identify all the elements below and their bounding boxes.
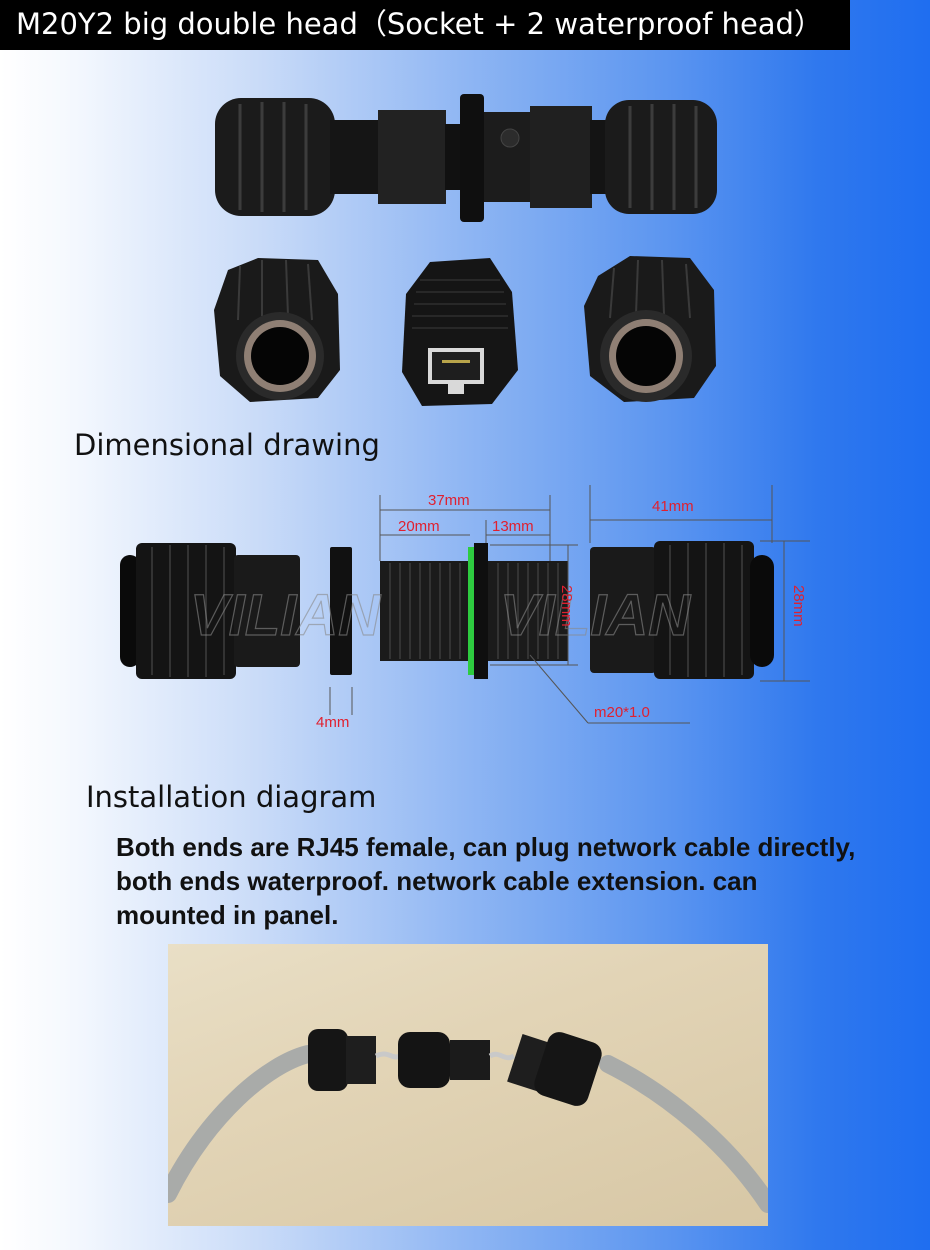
description-line-1: Both ends are RJ45 female, can plug netw… — [116, 832, 856, 862]
part-a-length-label: 20mm — [398, 518, 440, 535]
installation-illustration — [168, 1029, 768, 1213]
dimensional-drawing-heading: Dimensional drawing — [74, 428, 380, 462]
page-title: M20Y2 big double head（Socket + 2 waterpr… — [0, 0, 850, 50]
cap-length-label: 41mm — [652, 498, 694, 515]
dimensional-drawing-svg: 4mm — [120, 485, 810, 731]
right-cap-drawing — [590, 541, 774, 679]
dimension-lines — [379, 485, 810, 724]
description-line-3: mounted in panel. — [116, 900, 339, 930]
socket-height-label: 28mm — [558, 585, 575, 627]
description: Both ends are RJ45 female, can plug netw… — [116, 830, 886, 932]
socket-drawing — [380, 543, 568, 679]
total-length-label: 37mm — [428, 492, 470, 509]
right-cap-front-image — [584, 256, 716, 402]
installation-photo — [168, 944, 768, 1226]
description-line-2: both ends waterproof. network cable exte… — [116, 866, 758, 896]
product-photos — [0, 80, 930, 420]
nut-thickness-label: 4mm — [316, 714, 349, 731]
left-cap-front-image — [214, 258, 340, 402]
watermark-left: VILIAN — [190, 583, 381, 648]
assembled-connector-image — [215, 94, 717, 222]
thread-label: m20*1.0 — [594, 704, 650, 721]
installation-diagram-heading: Installation diagram — [86, 780, 377, 814]
left-cap-drawing — [120, 543, 300, 679]
watermark-right: VILIAN — [500, 583, 691, 648]
dimensional-drawing: 4mm — [100, 485, 830, 735]
product-illustration — [214, 94, 717, 406]
cap-height-label: 28mm — [790, 585, 807, 627]
nut-drawing: 4mm — [316, 547, 353, 731]
part-b-length-label: 13mm — [492, 518, 534, 535]
socket-front-image — [402, 258, 518, 406]
